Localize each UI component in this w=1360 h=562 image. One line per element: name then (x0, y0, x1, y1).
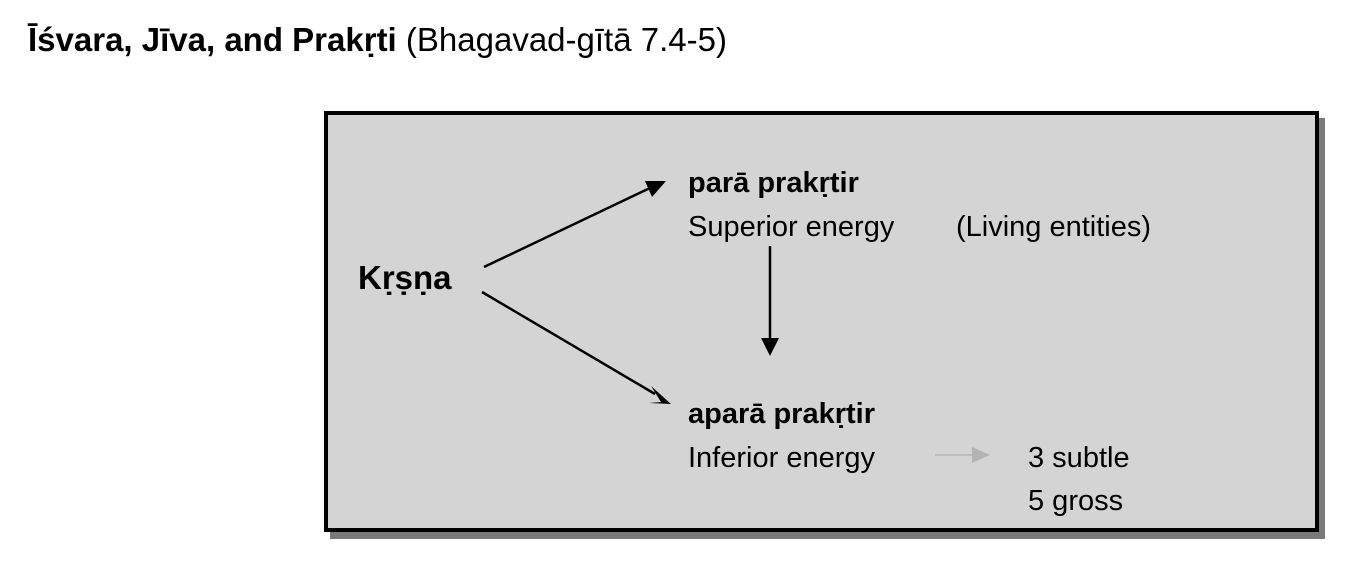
diagram-box (324, 111, 1319, 532)
inferior-sanskrit: aparā prakṛtir (688, 398, 875, 430)
superior-sanskrit: parā prakṛtir (688, 167, 859, 199)
arrow-to-inferior (481, 290, 671, 404)
superior-note: (Living entities) (956, 211, 1152, 243)
superior-english: Superior energy (688, 211, 895, 243)
title-reference: (Bhagavad-gītā 7.4-5) (396, 21, 727, 58)
source-label: Kṛṣṇa (358, 259, 452, 296)
component-subtle: 3 subtle (1028, 442, 1130, 474)
arrow-to-superior (483, 181, 666, 269)
arrow-superior-to-inferior (761, 246, 779, 356)
inferior-english: Inferior energy (688, 442, 875, 474)
component-gross: 5 gross (1028, 485, 1124, 517)
page-title: Īśvara, Jīva, and Prakṛti (Bhagavad-gītā… (28, 18, 727, 62)
title-main: Īśvara, Jīva, and Prakṛti (28, 21, 397, 58)
arrow-inferior-to-components (935, 447, 990, 463)
